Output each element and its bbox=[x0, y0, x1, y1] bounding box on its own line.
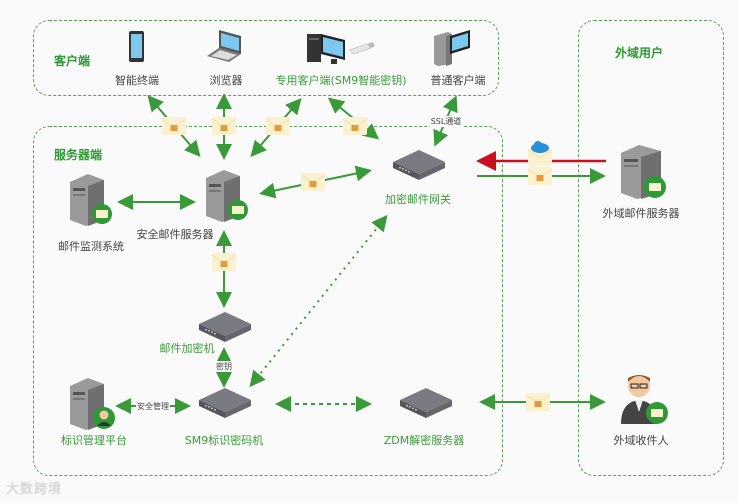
envelope-lock-icon bbox=[161, 117, 187, 135]
zdm-server-label: ZDM解密服务器 bbox=[383, 434, 465, 447]
encrypted-gateway-label: 加密邮件网关 bbox=[385, 193, 451, 206]
mail-monitor-label: 邮件监测系统 bbox=[58, 240, 124, 253]
mail-encryptor-icon bbox=[199, 312, 251, 342]
encrypted-gateway-icon bbox=[393, 150, 445, 180]
ssl-channel-label: SSL通道 bbox=[429, 116, 463, 127]
encrypted-envelopes bbox=[161, 117, 553, 411]
external-zone-title: 外域用户 bbox=[615, 46, 664, 60]
key-label: 密钥 bbox=[215, 361, 233, 372]
server-zone-title: 服务器端 bbox=[54, 148, 103, 162]
id-mgmt-platform-icon bbox=[70, 378, 115, 430]
zdm-server-icon bbox=[400, 388, 452, 418]
browser-label: 浏览器 bbox=[209, 74, 243, 87]
secure-mail-server-icon bbox=[206, 170, 248, 222]
envelope-lock-icon bbox=[525, 393, 551, 411]
sm9-crypto-label: SM9标识密码机 bbox=[184, 434, 264, 447]
desktop-icon bbox=[434, 30, 470, 66]
envelope-lock-icon bbox=[300, 173, 326, 191]
envelope-lock-icon bbox=[265, 117, 291, 135]
envelope-lock-icon bbox=[527, 167, 553, 185]
id-mgmt-platform-label: 标识管理平台 bbox=[61, 434, 127, 447]
envelope-cloud-icon bbox=[527, 141, 553, 166]
envelope-lock-icon bbox=[342, 117, 368, 135]
envelope-lock-icon bbox=[211, 117, 237, 135]
mail-monitor-server-icon bbox=[70, 174, 112, 226]
sm9-crypto-icon bbox=[199, 388, 251, 418]
dedicated-client-label: 专用客户端(SM9智能密钥) bbox=[275, 74, 407, 87]
security-mgmt-label: 安全管理 bbox=[136, 401, 170, 412]
external-zone bbox=[578, 20, 724, 476]
watermark: 大数跨境 bbox=[6, 482, 63, 497]
laptop-icon bbox=[207, 30, 241, 62]
external-recipient-label: 外域收件人 bbox=[613, 434, 669, 447]
external-mail-server-icon bbox=[621, 145, 666, 199]
smart-terminal-label: 智能终端 bbox=[115, 74, 159, 87]
secure-mail-server-label: 安全邮件服务器 bbox=[136, 228, 214, 241]
link-sm9-gateway bbox=[249, 214, 388, 388]
mail-encryptor-label: 邮件加密机 bbox=[159, 342, 215, 355]
client-zone-title: 客户端 bbox=[54, 54, 91, 68]
client-zone bbox=[33, 20, 499, 96]
tablet-icon bbox=[129, 31, 144, 62]
external-recipient-icon bbox=[621, 375, 668, 424]
desktop-usbkey-icon bbox=[307, 34, 375, 64]
envelope-lock-icon bbox=[211, 253, 237, 271]
external-mail-server-label: 外域邮件服务器 bbox=[602, 207, 680, 220]
normal-client-label: 普通客户端 bbox=[430, 74, 486, 87]
